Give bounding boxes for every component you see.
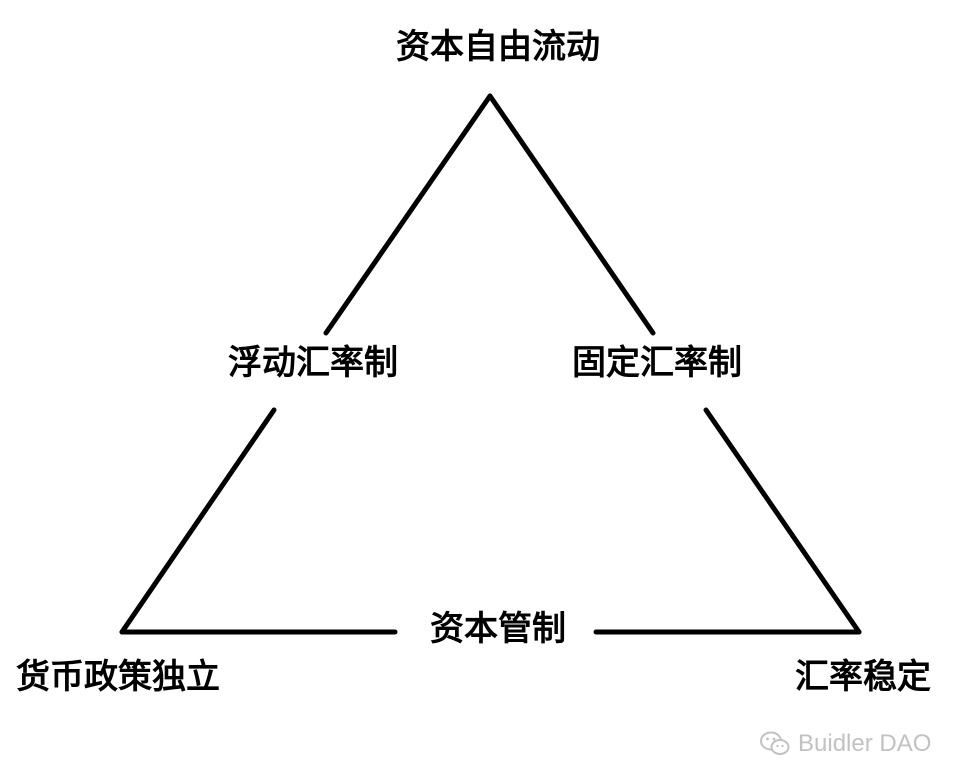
wechat-icon	[760, 731, 790, 757]
left-edge-lower	[119, 407, 277, 635]
top-vertex-label: 资本自由流动	[396, 27, 600, 67]
right-edge-lower	[703, 407, 862, 635]
left-edge-upper	[323, 93, 493, 336]
bottom-left-vertex-label: 货币政策独立	[16, 657, 220, 697]
bottom-edge-label: 资本管制	[430, 609, 566, 649]
bottom-right-vertex-label: 汇率稳定	[795, 657, 931, 697]
watermark: Buidler DAO	[760, 730, 931, 758]
right-edge-upper	[487, 93, 656, 336]
left-edge-label: 浮动汇率制	[228, 343, 398, 383]
watermark-text: Buidler DAO	[798, 730, 932, 757]
right-edge-label: 固定汇率制	[572, 343, 742, 383]
